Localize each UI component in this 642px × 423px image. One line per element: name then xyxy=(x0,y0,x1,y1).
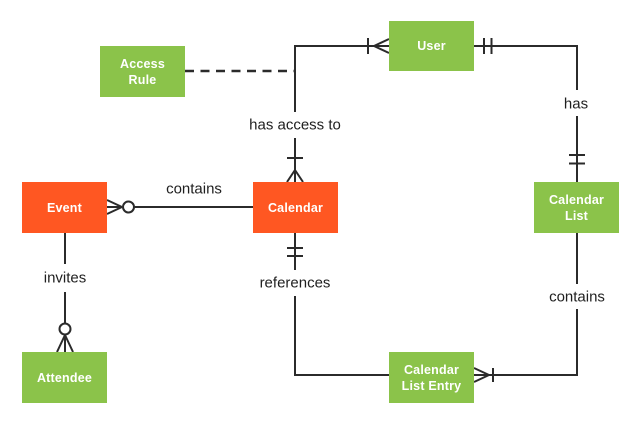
one-or-many-icon xyxy=(286,157,304,183)
crow-foot-many-icon xyxy=(56,334,74,353)
connector-event-invites-attendee xyxy=(56,233,74,353)
relationship-label-has: has xyxy=(561,95,591,113)
zero-marker-icon xyxy=(58,322,72,336)
relationship-label-invites: invites xyxy=(41,269,89,287)
relationship-label-references: references xyxy=(257,274,333,292)
entity-calendar-list-entry: Calendar List Entry xyxy=(389,352,474,403)
connector-line xyxy=(474,45,578,182)
entity-label: User xyxy=(417,39,446,53)
one-or-many-icon xyxy=(367,38,390,54)
relationship-label-has-access-to: has access to xyxy=(247,116,343,134)
connector-entry-references-calendar xyxy=(287,233,389,376)
connector-calendar-list-contains-entry xyxy=(473,233,578,383)
entity-label: Attendee xyxy=(36,370,93,385)
crow-foot-many-icon xyxy=(106,199,123,215)
connector-line xyxy=(294,233,389,376)
entity-label: Calendar List xyxy=(548,192,605,223)
entity-user: User xyxy=(389,21,474,71)
connector-line xyxy=(294,45,374,170)
connector-user-has-calendar-list xyxy=(474,38,585,182)
one-and-only-one-icon xyxy=(569,154,585,165)
entity-label: Calendar List Entry xyxy=(401,362,462,393)
entity-label: Event xyxy=(46,200,83,215)
entity-calendar: Calendar xyxy=(253,182,338,233)
entity-access-rule: Access Rule xyxy=(100,46,185,97)
entity-label: Calendar xyxy=(267,200,324,215)
connector-calendar-has-access-to-user xyxy=(286,38,390,183)
relationship-label-contains-entry: contains xyxy=(547,288,607,306)
entity-event: Event xyxy=(22,182,107,233)
zero-marker-icon xyxy=(122,200,135,214)
entity-attendee: Attendee xyxy=(22,352,107,403)
entity-calendar-list: Calendar List xyxy=(534,182,619,233)
relationship-label-contains-event: contains xyxy=(164,180,224,198)
connector-line xyxy=(489,233,578,376)
connector-calendar-contains-event xyxy=(106,199,253,215)
entity-label: Access Rule xyxy=(120,56,165,87)
one-or-many-icon xyxy=(473,367,494,383)
